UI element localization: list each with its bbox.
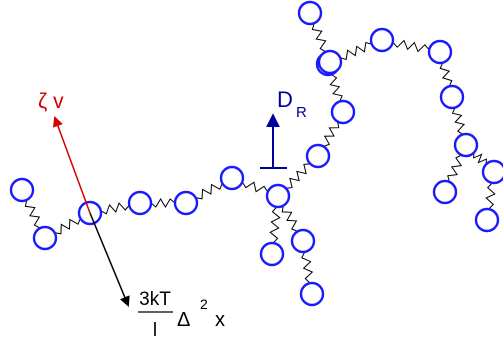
spring — [392, 39, 430, 53]
bead — [299, 281, 325, 307]
spring — [339, 41, 373, 61]
bead — [305, 143, 331, 169]
spring-force-label: 3kT l Δ 2 x — [138, 289, 225, 341]
spring — [473, 152, 487, 165]
beads-layer — [9, 0, 503, 307]
drag-arrow — [52, 116, 91, 214]
bead — [474, 207, 500, 233]
bead — [330, 99, 356, 125]
bead — [481, 159, 503, 185]
bead — [127, 190, 153, 216]
spring — [195, 183, 223, 200]
spring — [485, 182, 496, 210]
rotation-label: D — [277, 87, 293, 112]
bead — [439, 84, 465, 110]
bead — [219, 165, 245, 191]
spring — [311, 23, 327, 53]
bead — [317, 49, 343, 75]
bead — [369, 27, 395, 53]
drag-label: ζ v — [38, 90, 64, 113]
bead — [265, 183, 291, 209]
spring — [150, 198, 176, 208]
springs-layer — [24, 23, 496, 284]
force-numerator: 3kT — [139, 289, 171, 310]
force-delta: Δ — [177, 309, 190, 331]
spring — [451, 107, 466, 135]
spring — [54, 218, 81, 235]
spring — [439, 62, 453, 87]
spring — [281, 205, 298, 232]
bead — [432, 179, 458, 205]
spring — [447, 154, 463, 183]
spring — [100, 202, 130, 215]
bead — [259, 241, 285, 267]
bead — [290, 228, 316, 254]
spring — [323, 121, 340, 147]
bead — [453, 132, 479, 158]
spring — [241, 181, 269, 193]
spring-force-arrow — [89, 212, 130, 307]
force-exponent: 2 — [200, 296, 208, 312]
spring — [269, 206, 281, 244]
rotation-subscript: R — [296, 104, 307, 121]
spring — [301, 251, 314, 284]
force-variable: x — [215, 309, 225, 331]
spring — [24, 199, 41, 229]
bead — [9, 177, 35, 203]
force-denominator: l — [153, 320, 157, 341]
spring — [329, 74, 343, 102]
spring — [285, 163, 311, 189]
bead — [32, 225, 58, 251]
bead — [297, 0, 323, 26]
bead — [427, 39, 453, 65]
bead — [173, 190, 199, 216]
